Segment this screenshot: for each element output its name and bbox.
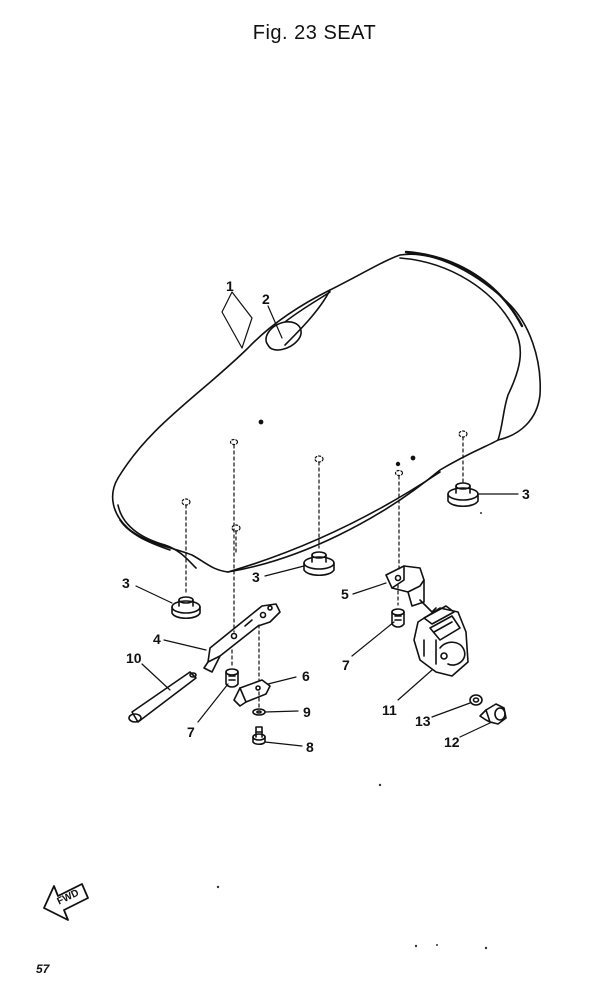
callout-6: 6 xyxy=(302,668,310,684)
hinge-pin xyxy=(128,671,197,723)
callout-13: 13 xyxy=(415,713,431,729)
callout-2: 2 xyxy=(262,291,270,307)
bolt-7-left xyxy=(225,668,239,688)
hinge-plate xyxy=(233,679,271,707)
callout-4: 4 xyxy=(153,631,161,647)
callout-7-right: 7 xyxy=(342,657,350,673)
bolt-12 xyxy=(479,703,507,725)
callout-3-right: 3 xyxy=(522,486,530,502)
callout-8: 8 xyxy=(306,739,314,755)
seat-lock xyxy=(413,605,469,677)
rear-bracket xyxy=(385,565,437,613)
callout-3-center: 3 xyxy=(252,569,260,585)
seat-mount-holes xyxy=(181,430,468,532)
assembly-lines xyxy=(185,436,464,709)
callout-9: 9 xyxy=(303,704,311,720)
damper-right xyxy=(447,482,479,508)
callout-10: 10 xyxy=(126,650,142,666)
figure-title: Fig. 23 SEAT xyxy=(252,22,377,44)
washer xyxy=(252,708,266,716)
bolt-7-right xyxy=(391,608,405,628)
page-number: 57 xyxy=(36,962,50,976)
callout-5: 5 xyxy=(341,586,349,602)
callout-3-left: 3 xyxy=(122,575,130,591)
fwd-arrow-icon xyxy=(43,883,89,921)
damper-left xyxy=(171,596,201,620)
front-bracket xyxy=(203,603,281,673)
callout-1: 1 xyxy=(226,278,234,294)
bolt-8 xyxy=(252,726,266,746)
callout-11: 11 xyxy=(382,702,397,718)
callout-12: 12 xyxy=(444,734,460,750)
damper-center xyxy=(303,551,335,577)
callout-7-left: 7 xyxy=(187,724,195,740)
washer-13 xyxy=(469,694,483,706)
seat-body xyxy=(111,250,541,573)
leader-lines xyxy=(135,291,519,747)
scan-specks xyxy=(216,512,488,950)
